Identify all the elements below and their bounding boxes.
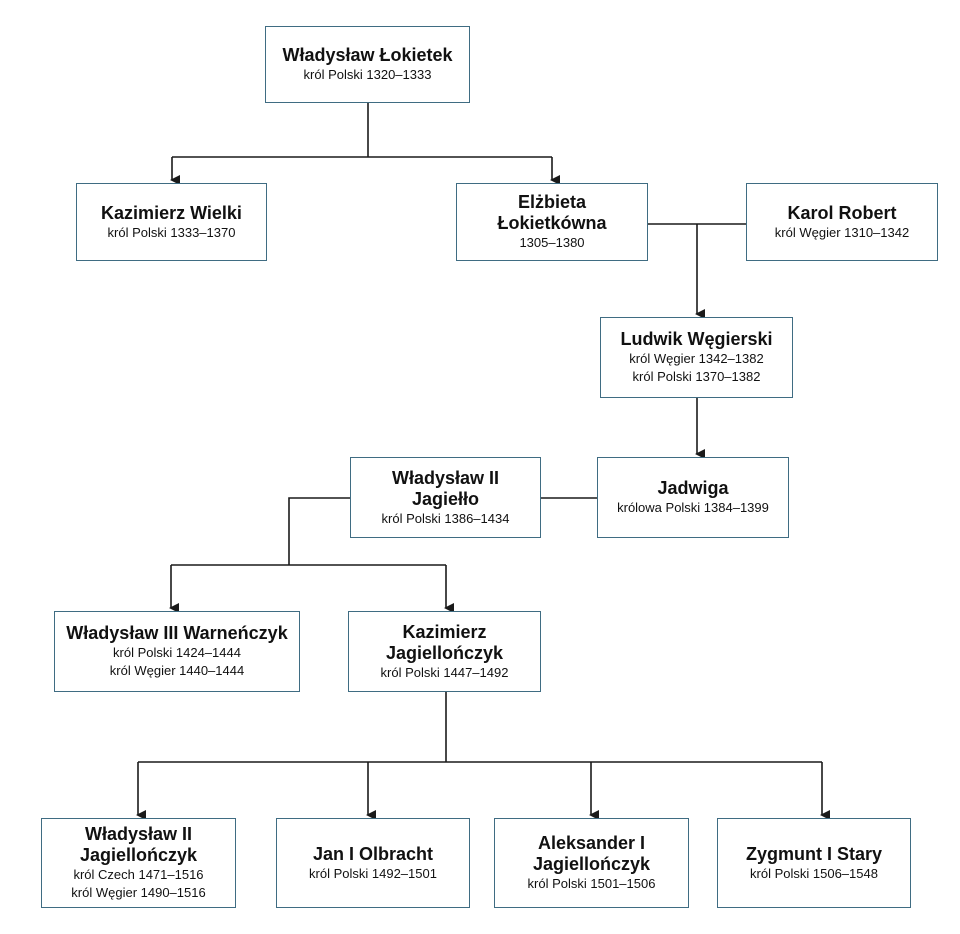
person-box-karol-robert: Karol Robert król Węgier 1310–1342	[746, 183, 938, 261]
person-title: król Czech 1471–1516	[73, 867, 204, 882]
person-title: król Polski 1333–1370	[107, 224, 236, 240]
person-box-jan-olbracht: Jan I Olbracht król Polski 1492–1501	[276, 818, 470, 908]
person-name: Kazimierz Jagiellończyk	[385, 621, 504, 663]
person-title: król Węgier 1342–1382	[629, 351, 764, 366]
person-title: król Węgier 1310–1342	[774, 224, 910, 240]
person-box-ludwik-wegierski: Ludwik Węgierski król Węgier 1342–1382 k…	[600, 317, 793, 398]
person-title: król Polski 1506–1548	[750, 865, 878, 881]
person-name: Władysław II Jagiellończyk	[79, 824, 198, 865]
person-box-wladyslaw-warnenczyk: Władysław III Warneńczyk król Polski 142…	[54, 611, 300, 692]
person-box-kazimierz-jagiellonczyk: Kazimierz Jagiellończyk król Polski 1447…	[348, 611, 541, 692]
person-name: Ludwik Węgierski	[620, 329, 773, 349]
person-name: Jan I Olbracht	[312, 843, 434, 864]
person-title: król Polski 1492–1501	[309, 865, 437, 881]
person-name: Władysław III Warneńczyk	[66, 623, 288, 643]
person-name: Władysław Łokietek	[282, 45, 453, 65]
person-box-zygmunt-stary: Zygmunt I Stary król Polski 1506–1548	[717, 818, 911, 908]
person-title: król Polski 1386–1434	[381, 510, 510, 526]
person-name: Elżbieta Łokietkówna	[497, 192, 607, 233]
person-name: Kazimierz Wielki	[101, 202, 242, 223]
person-name: Karol Robert	[787, 202, 897, 223]
person-title: król Węgier 1440–1444	[109, 663, 245, 678]
person-title: król Polski 1424–1444	[113, 645, 241, 660]
person-name: Aleksander I Jagiellończyk	[532, 833, 651, 874]
person-box-wladyslaw-jagiellonczyk: Władysław II Jagiellończyk król Czech 14…	[41, 818, 236, 908]
person-title: król Polski 1501–1506	[527, 876, 656, 891]
person-title: król Polski 1447–1492	[380, 664, 509, 680]
person-title: król Polski 1320–1333	[303, 67, 432, 82]
person-name: Władysław II Jagiełło	[391, 467, 500, 509]
person-title: 1305–1380	[519, 235, 585, 250]
line-jagiello-left	[288, 497, 350, 565]
person-title: król Polski 1370–1382	[632, 369, 761, 384]
person-box-aleksander-jagiellonczyk: Aleksander I Jagiellończyk król Polski 1…	[494, 818, 689, 908]
person-title: król Węgier 1490–1516	[71, 885, 206, 900]
person-name: Jadwiga	[657, 478, 729, 498]
person-box-elzbieta-lokietkowna: Elżbieta Łokietkówna 1305–1380	[456, 183, 648, 261]
person-name: Zygmunt I Stary	[745, 843, 883, 864]
person-box-kazimierz-wielki: Kazimierz Wielki król Polski 1333–1370	[76, 183, 267, 261]
person-box-wladyslaw-lokietek: Władysław Łokietek król Polski 1320–1333	[265, 26, 470, 103]
person-title: królowa Polski 1384–1399	[617, 500, 769, 515]
person-box-wladyslaw-jagiello: Władysław II Jagiełło król Polski 1386–1…	[350, 457, 541, 538]
person-box-jadwiga: Jadwiga królowa Polski 1384–1399	[597, 457, 789, 538]
